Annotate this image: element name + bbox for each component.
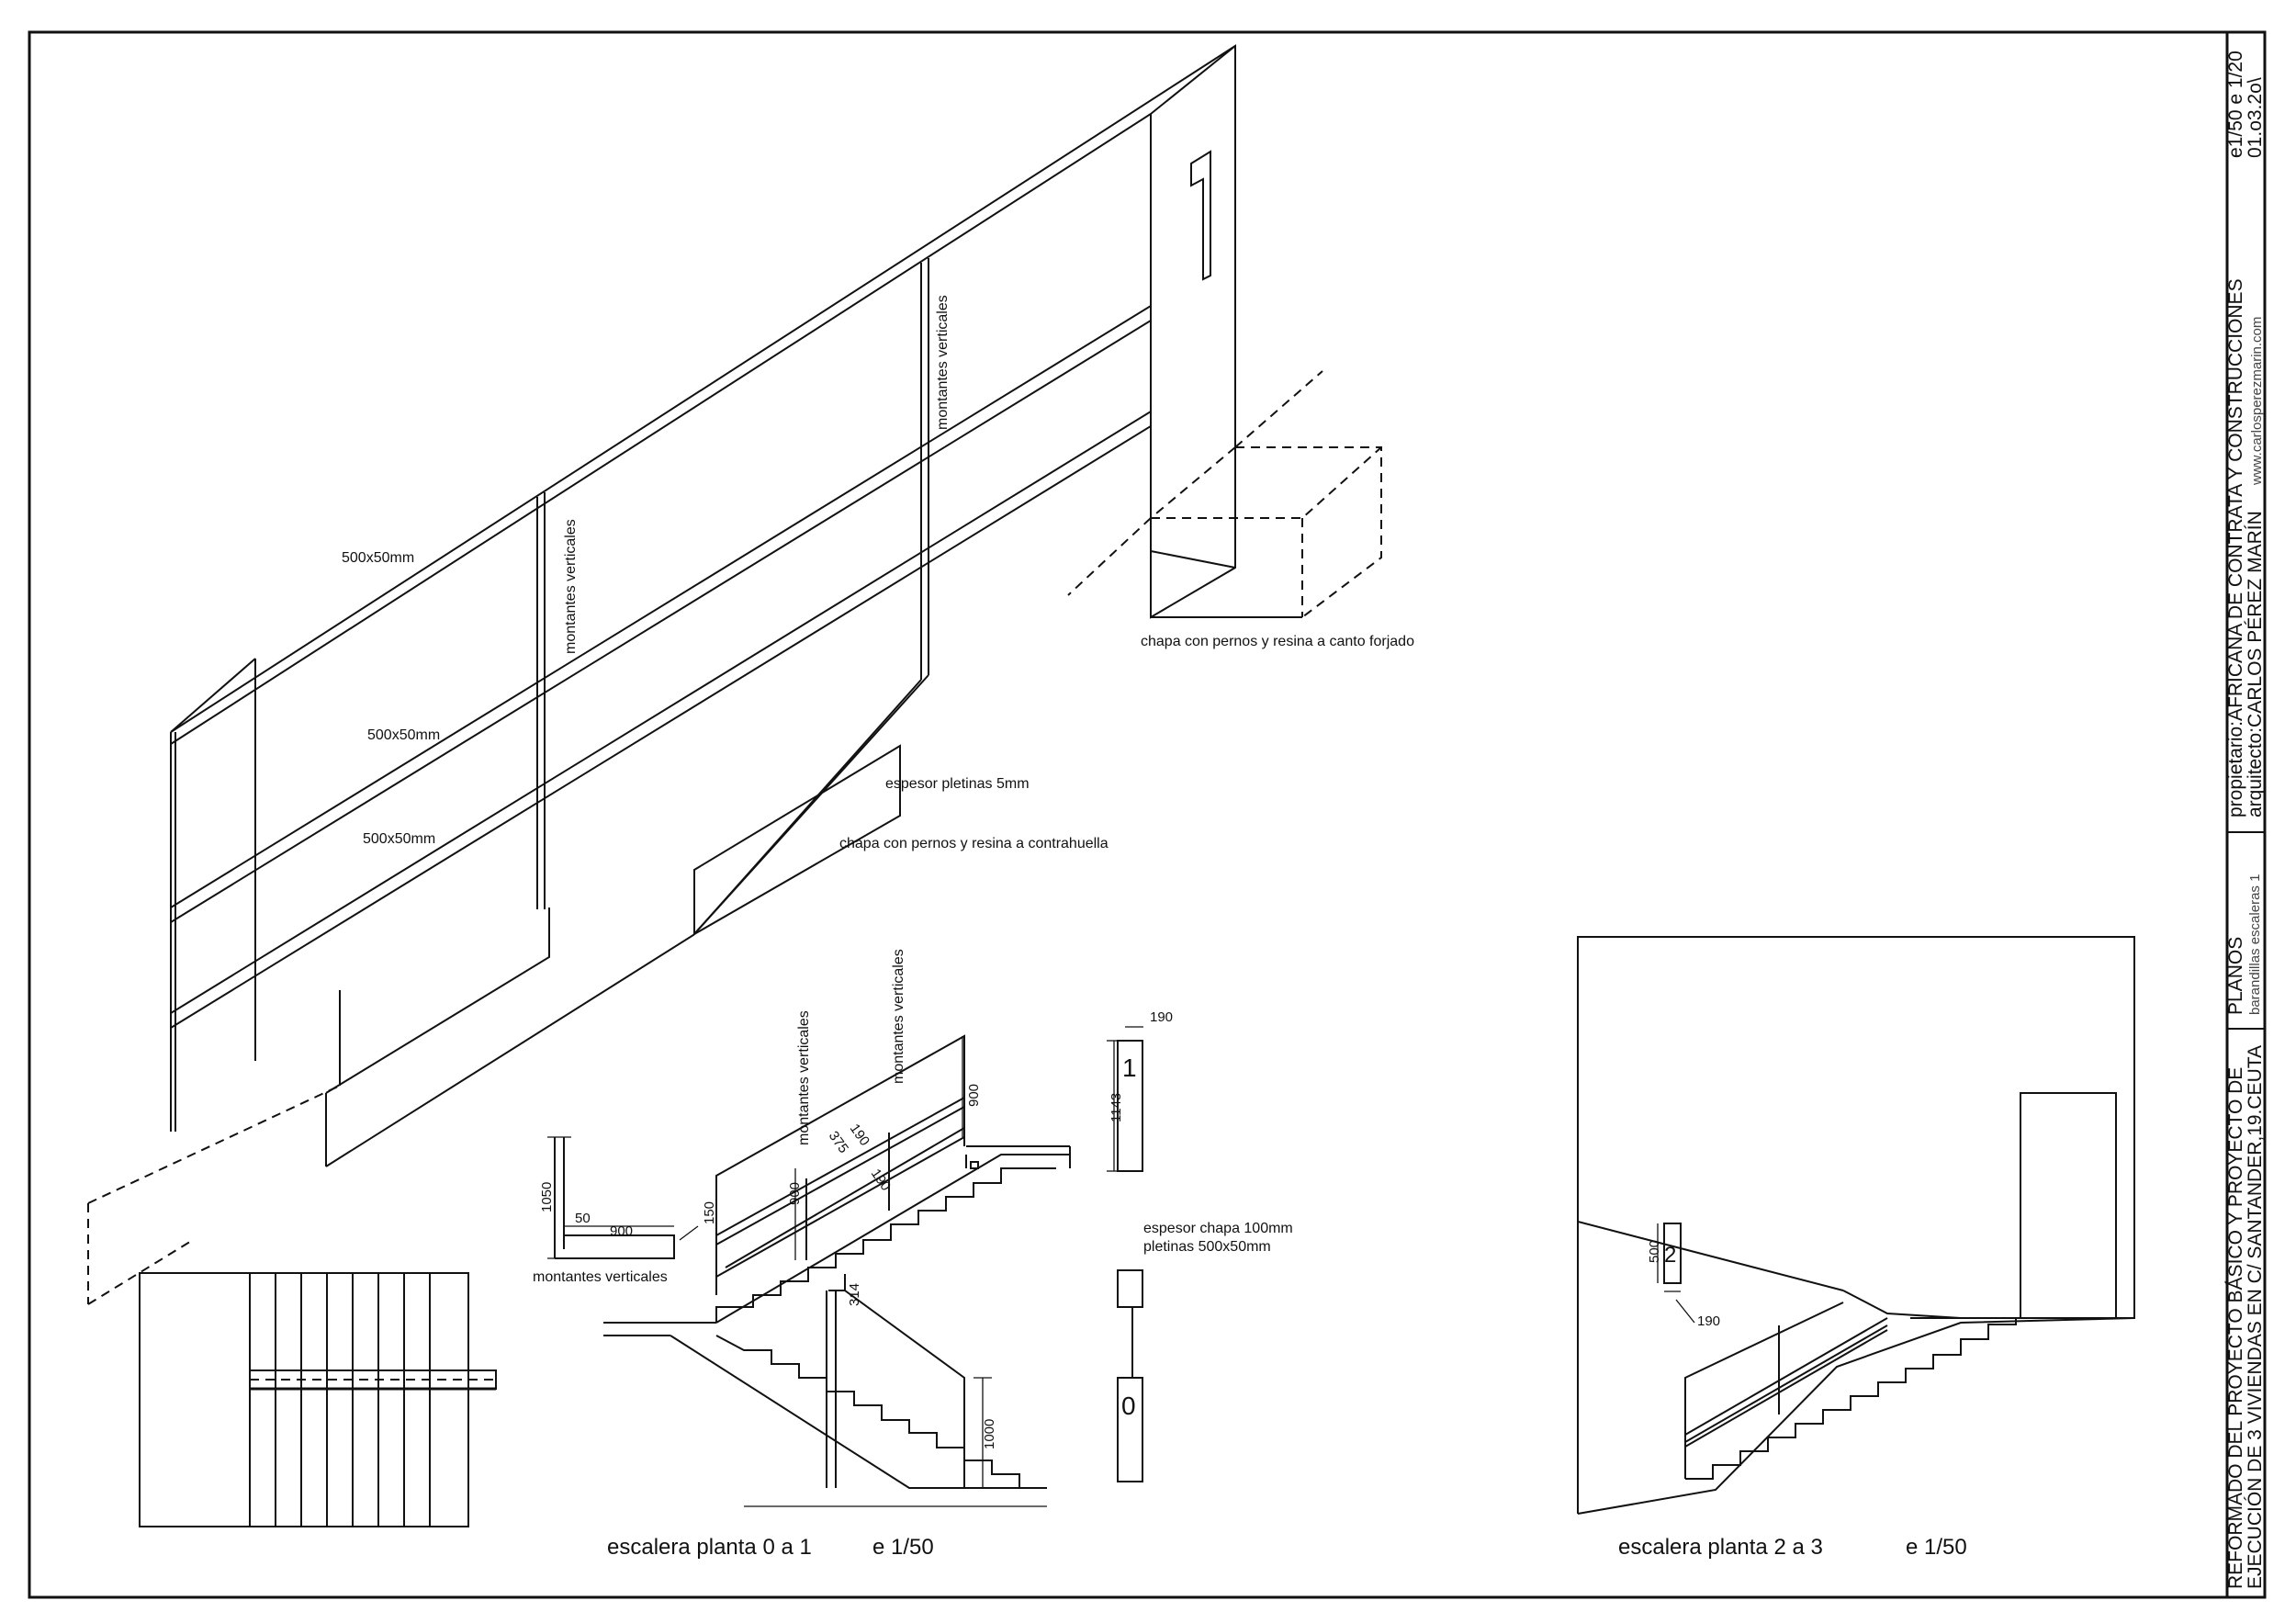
title-block: REFORMADO DEL PROYECTO BÁSICO Y PROYECTO…	[2225, 51, 2266, 1589]
label-pletinas: pletinas 500x50mm	[1143, 1239, 1271, 1255]
tb-project-line1: REFORMADO DEL PROYECTO BÁSICO Y PROYECTO…	[2225, 1067, 2246, 1589]
label-montantes-section-a: montantes verticales	[796, 1010, 812, 1145]
dim-314: 314	[847, 1283, 862, 1306]
dim-190c: 190	[1150, 1009, 1173, 1025]
label-espesor-pletinas: espesor pletinas 5mm	[885, 776, 1030, 792]
sign-number-1: 1	[1122, 1054, 1137, 1082]
label-montantes-section-b: montantes verticales	[891, 949, 906, 1084]
dim-190d: 190	[1697, 1313, 1720, 1329]
label-size-low: 500x50mm	[363, 831, 435, 847]
label-montantes-detail: montantes verticales	[533, 1269, 668, 1285]
label-chapa-contrahuella: chapa con pernos y resina a contrahuella	[839, 836, 1109, 851]
label-espesor-chapa: espesor chapa 100mm	[1143, 1221, 1293, 1236]
tb-planos: PLANOS	[2225, 937, 2246, 1015]
tb-architect: arquitecto:CARLOS PÉREZ MARÍN	[2245, 511, 2266, 817]
caption-scale-2-3: e 1/50	[1906, 1535, 1967, 1560]
dim-1143: 1143	[1109, 1093, 1124, 1122]
tb-date: 01.o3.2o\	[2245, 77, 2266, 158]
tb-owner: propietario:AFRICANA DE CONTRATA Y CONST…	[2225, 278, 2246, 817]
sign-detail	[1107, 1026, 1143, 1482]
tb-scale: e1/50 e 1/20	[2225, 51, 2246, 158]
tb-project-line2: EJECUCIÓN DE 3 VIVIENDAS EN C/ SANTANDER…	[2245, 1045, 2266, 1589]
railing-axonometric	[87, 44, 1382, 1305]
sheet-frame	[28, 30, 2267, 1599]
caption-scale-0-1: e 1/50	[872, 1535, 934, 1560]
label-size-top: 500x50mm	[342, 550, 414, 566]
section-stair-2-3	[1577, 936, 2135, 1515]
sign-number-2: 2	[1664, 1243, 1676, 1268]
section-stair-0-1	[603, 1034, 1071, 1507]
tb-planos-sub: barandillas escaleras 1	[2247, 874, 2263, 1015]
dim-1050: 1050	[539, 1182, 555, 1212]
dim-500: 500	[1647, 1240, 1662, 1263]
caption-stair-2-3: escalera planta 2 a 3	[1618, 1535, 1823, 1560]
dim-900b: 900	[787, 1182, 803, 1205]
label-montantes-right: montantes verticales	[935, 295, 951, 430]
dim-900c: 900	[966, 1084, 982, 1107]
dim-900a: 900	[610, 1223, 633, 1239]
tb-website: www.carlosperezmarin.com	[2249, 317, 2265, 486]
front-elevation	[139, 1272, 497, 1527]
caption-stair-0-1: escalera planta 0 a 1	[607, 1535, 812, 1560]
dim-50: 50	[575, 1211, 591, 1226]
label-chapa-forjado: chapa con pernos y resina a canto forjad…	[1141, 634, 1414, 649]
dim-375: 375	[826, 1129, 851, 1156]
dim-150: 150	[702, 1201, 717, 1224]
profile-detail	[547, 1136, 699, 1259]
label-size-mid: 500x50mm	[367, 727, 440, 743]
dim-1000: 1000	[982, 1419, 997, 1449]
label-montantes-left: montantes verticales	[563, 519, 579, 654]
sign-number-0: 0	[1121, 1392, 1136, 1420]
